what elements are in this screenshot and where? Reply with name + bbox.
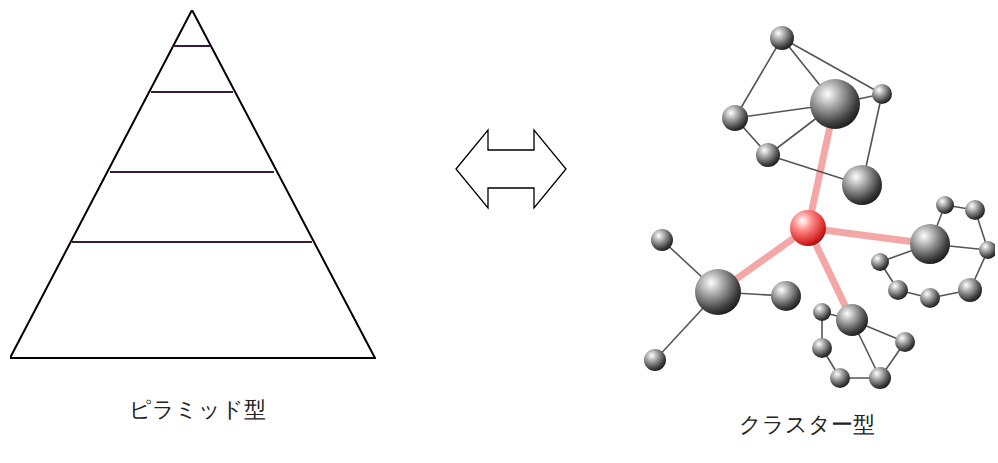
- cluster-node: クラスター型: [610, 0, 998, 450]
- figure-label: クラスター型: [610, 410, 998, 440]
- double-arrow: [456, 130, 566, 208]
- cluster-molecule: [610, 0, 995, 390]
- figure-label: ピラミッド型: [10, 395, 384, 425]
- pyramid-figure: [10, 10, 376, 360]
- pyramid-node: ピラミッド型: [10, 10, 384, 430]
